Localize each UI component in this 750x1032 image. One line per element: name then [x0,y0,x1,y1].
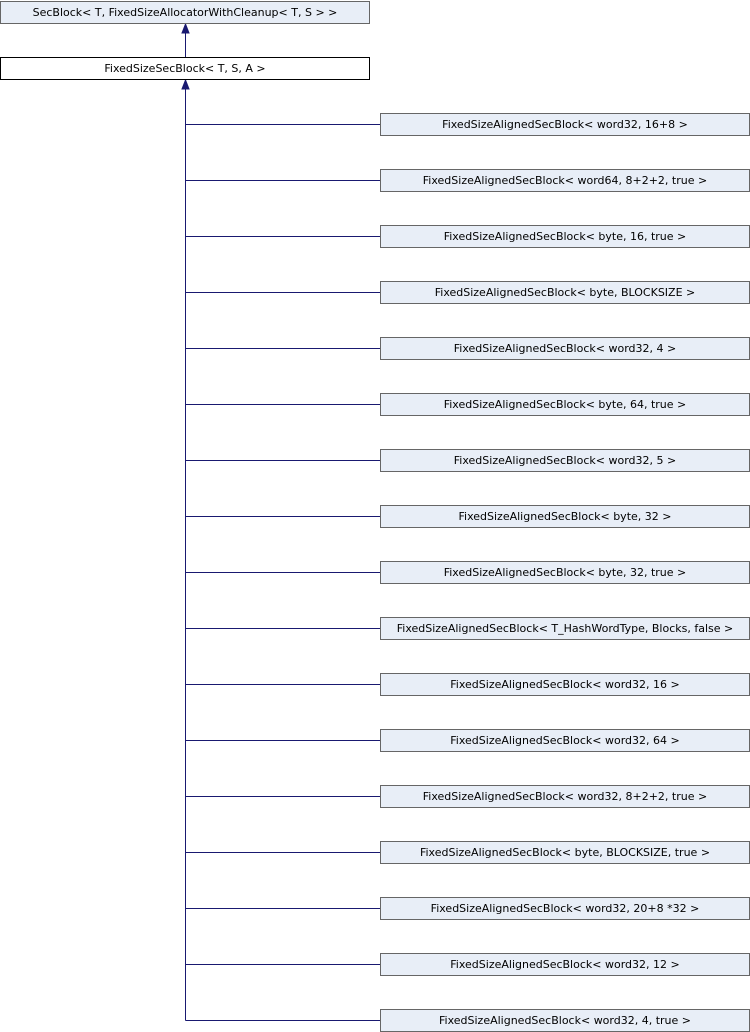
base-class-node[interactable]: SecBlock< T, FixedSizeAllocatorWithClean… [0,1,370,24]
derived-class-node[interactable]: FixedSizeAlignedSecBlock< byte, 32 > [380,505,750,528]
derived-class-node[interactable]: FixedSizeAlignedSecBlock< word64, 8+2+2,… [380,169,750,192]
derived-class-node[interactable]: FixedSizeAlignedSecBlock< byte, BLOCKSIZ… [380,841,750,864]
derived-class-node[interactable]: FixedSizeAlignedSecBlock< byte, BLOCKSIZ… [380,281,750,304]
inheritance-arrowhead-icon [181,78,190,90]
derived-class-node[interactable]: FixedSizeAlignedSecBlock< word32, 12 > [380,953,750,976]
derived-class-node[interactable]: FixedSizeAlignedSecBlock< byte, 32, true… [380,561,750,584]
derived-class-node[interactable]: FixedSizeAlignedSecBlock< word32, 4, tru… [380,1009,750,1032]
derived-class-node[interactable]: FixedSizeAlignedSecBlock< T_HashWordType… [380,617,750,640]
current-class-node[interactable]: FixedSizeSecBlock< T, S, A > [0,57,370,80]
derived-class-node[interactable]: FixedSizeAlignedSecBlock< word32, 4 > [380,337,750,360]
derived-class-node[interactable]: FixedSizeAlignedSecBlock< word32, 8+2+2,… [380,785,750,808]
inheritance-arrowhead-icon [181,22,190,34]
derived-class-node[interactable]: FixedSizeAlignedSecBlock< word32, 5 > [380,449,750,472]
derived-class-node[interactable]: FixedSizeAlignedSecBlock< word32, 64 > [380,729,750,752]
derived-class-node[interactable]: FixedSizeAlignedSecBlock< word32, 16+8 > [380,113,750,136]
derived-class-node[interactable]: FixedSizeAlignedSecBlock< word32, 16 > [380,673,750,696]
derived-class-node[interactable]: FixedSizeAlignedSecBlock< byte, 64, true… [380,393,750,416]
derived-class-node[interactable]: FixedSizeAlignedSecBlock< word32, 20+8 *… [380,897,750,920]
derived-class-node[interactable]: FixedSizeAlignedSecBlock< byte, 16, true… [380,225,750,248]
